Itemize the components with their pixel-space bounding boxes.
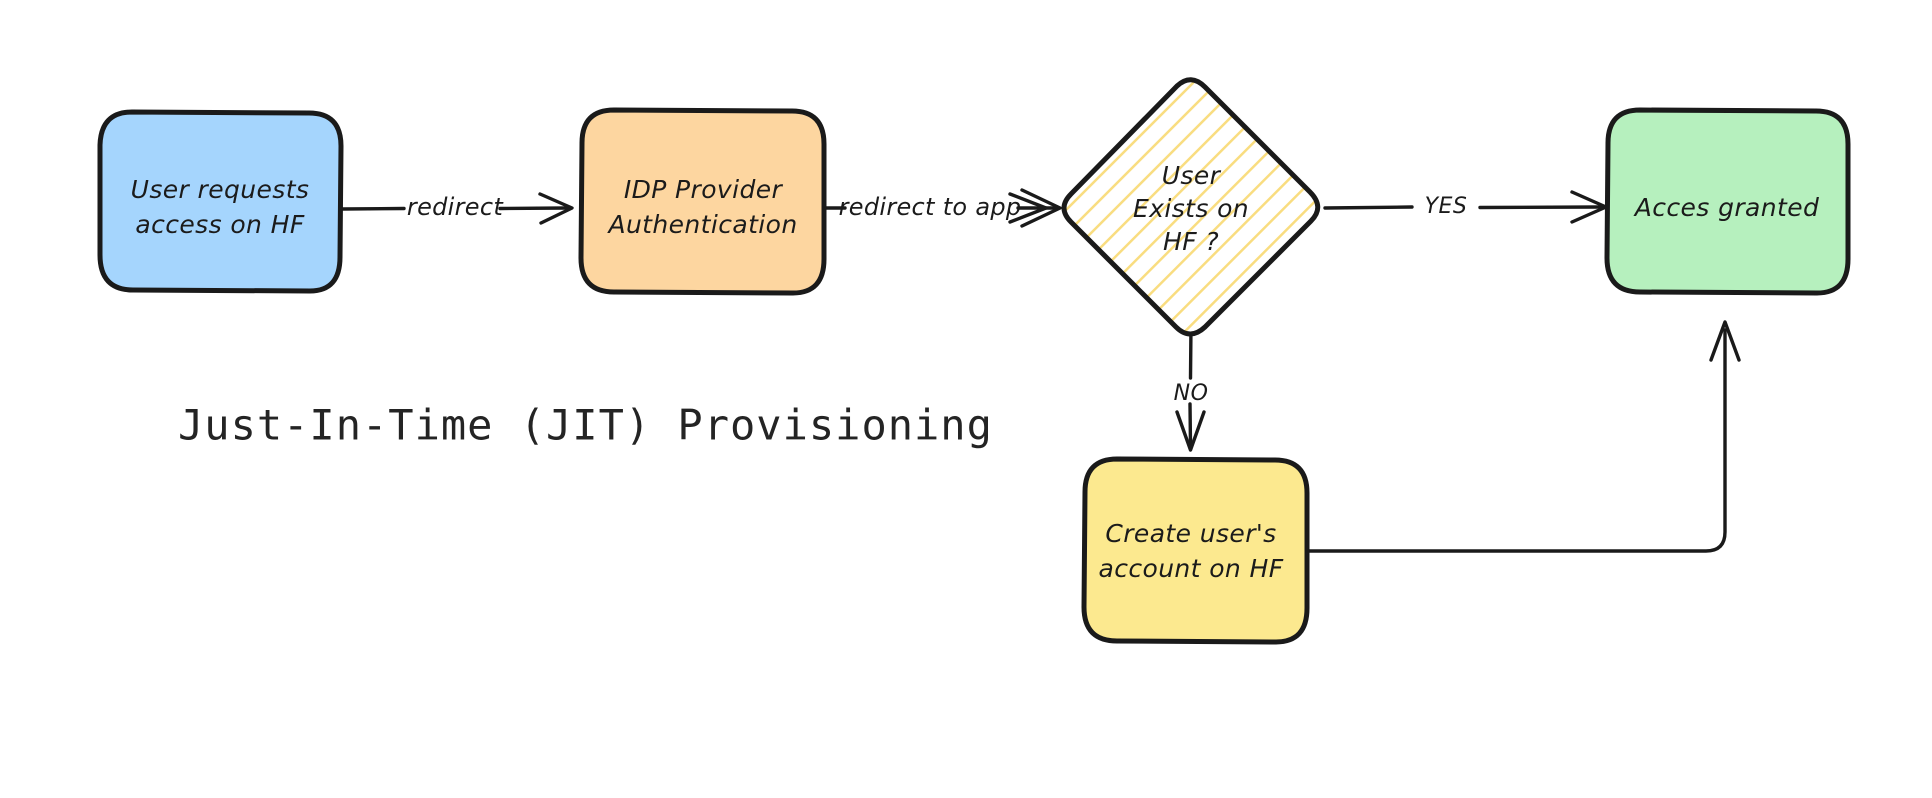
edge-label-redirect: redirect (407, 193, 504, 221)
node-user-exists[interactable]: User Exists on HF ? (1061, 77, 1321, 337)
node-user-request[interactable]: User requests access on HF (97, 109, 344, 294)
node-idp-auth[interactable]: IDP Provider Authentication (578, 107, 827, 296)
node-create-account-shape (1081, 456, 1310, 645)
node-access-granted-line1: Acces granted (1633, 193, 1820, 222)
edge-redirect-to-app (822, 188, 1062, 228)
node-idp-auth-shape (578, 107, 827, 296)
node-idp-auth-line1: IDP Provider (624, 175, 784, 204)
diagram-title: Just-In-Time (JIT) Provisioning (178, 401, 993, 450)
edge-label-yes: YES (1425, 194, 1468, 219)
node-user-request-line1: User requests (131, 175, 310, 204)
node-access-granted[interactable]: Acces granted (1604, 107, 1851, 296)
edge-return-loop (1305, 320, 1741, 553)
node-user-exists-line2: Exists on (1133, 194, 1249, 223)
edge-label-redirect-to-app: redirect to app (839, 193, 1022, 221)
node-create-account-line1: Create user's (1105, 519, 1276, 548)
node-create-account[interactable]: Create user's account on HF (1081, 456, 1310, 645)
node-user-request-line2: access on HF (135, 210, 304, 239)
node-user-exists-line3: HF ? (1163, 227, 1219, 256)
edge-label-no: NO (1174, 381, 1209, 406)
edge-redirect (340, 192, 574, 225)
node-create-account-line2: account on HF (1098, 554, 1283, 583)
node-access-granted-shape (1604, 107, 1851, 296)
node-user-exists-shape (1061, 77, 1321, 337)
node-idp-auth-line2: Authentication (606, 210, 797, 239)
node-user-request-shape (97, 109, 344, 294)
node-user-exists-line1: User (1162, 161, 1222, 190)
